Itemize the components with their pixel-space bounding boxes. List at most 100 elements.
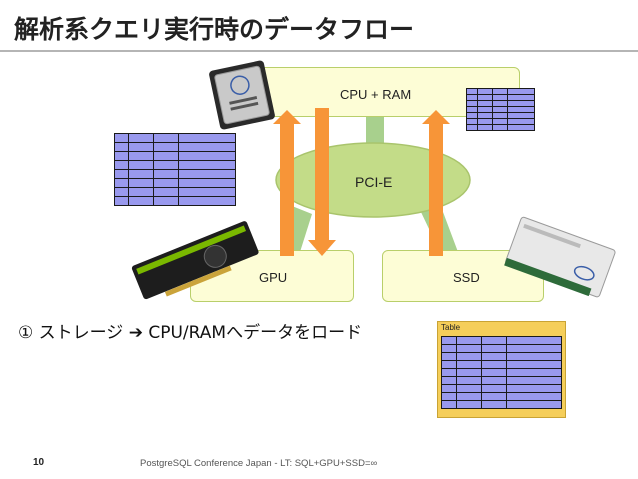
ssd-label: SSD	[453, 270, 480, 285]
table-row	[466, 106, 535, 113]
footer-text: PostgreSQL Conference Japan - LT: SQL+GP…	[140, 458, 378, 469]
table-cell	[507, 124, 535, 131]
table-cell	[178, 160, 236, 170]
table-cell	[441, 400, 457, 409]
table-cell	[456, 392, 482, 401]
table-row	[466, 88, 535, 95]
table-row	[441, 368, 562, 377]
table-cell	[506, 392, 562, 401]
table-cell	[441, 392, 457, 401]
cpu-ram-label: CPU + RAM	[340, 87, 412, 102]
table-cell	[178, 133, 236, 143]
table-cell	[466, 124, 478, 131]
table-row	[114, 142, 236, 152]
cpu-chip-lid	[214, 65, 270, 125]
table-cell	[481, 392, 507, 401]
arrow-ssd-to-cpu	[422, 110, 450, 256]
table-row	[114, 196, 236, 206]
table-cell	[178, 178, 236, 188]
data-table-left	[114, 133, 236, 206]
table-cell	[456, 376, 482, 385]
table-cell	[456, 352, 482, 361]
table-cell	[481, 352, 507, 361]
table-row	[466, 124, 535, 131]
table-cell	[441, 344, 457, 353]
table-cell	[128, 160, 154, 170]
arrow-gpu-to-cpu	[273, 110, 301, 256]
table-cell	[441, 368, 457, 377]
table-cell	[441, 384, 457, 393]
storage-table-panel: Table	[437, 321, 566, 418]
table-cell	[456, 344, 482, 353]
table-row	[114, 133, 236, 143]
table-row	[441, 352, 562, 361]
table-row	[441, 336, 562, 345]
table-row	[114, 151, 236, 161]
table-row	[441, 400, 562, 409]
table-cell	[456, 336, 482, 345]
table-cell	[178, 187, 236, 197]
table-cell	[114, 151, 129, 161]
table-cell	[114, 160, 129, 170]
table-cell	[153, 187, 179, 197]
gpu-label: GPU	[259, 270, 288, 285]
table-cell	[114, 142, 129, 152]
gpu-card-stripe	[136, 225, 247, 275]
pci-e-label: PCI-E	[355, 174, 393, 190]
table-cell	[153, 196, 179, 206]
table-cell	[481, 400, 507, 409]
table-cell	[114, 133, 129, 143]
table-cell	[456, 400, 482, 409]
table-cell	[114, 196, 129, 206]
table-cell	[128, 133, 154, 143]
table-cell	[506, 384, 562, 393]
table-cell	[481, 360, 507, 369]
table-row	[466, 94, 535, 101]
table-cell	[506, 360, 562, 369]
page-number: 10	[33, 457, 45, 468]
table-cell	[481, 384, 507, 393]
table-cell	[441, 360, 457, 369]
table-cell	[153, 160, 179, 170]
table-cell	[481, 376, 507, 385]
table-cell	[506, 400, 562, 409]
gpu-card-body	[131, 221, 259, 300]
table-cell	[153, 133, 179, 143]
arrow-cpu-to-gpu	[308, 108, 336, 256]
table-cell	[178, 142, 236, 152]
table-cell	[128, 187, 154, 197]
table-row	[441, 344, 562, 353]
table-cell	[477, 124, 493, 131]
intel-logo-icon	[230, 75, 250, 95]
table-cell	[441, 336, 457, 345]
table-cell	[114, 169, 129, 179]
table-cell	[506, 352, 562, 361]
table-cell	[456, 384, 482, 393]
table-cell	[114, 178, 129, 188]
table-cell	[128, 142, 154, 152]
table-cell	[128, 169, 154, 179]
table-cell	[128, 196, 154, 206]
table-cell	[153, 142, 179, 152]
table-row	[114, 160, 236, 170]
table-cell	[506, 376, 562, 385]
ssd-card-pcb	[504, 257, 592, 297]
step-description: ① ストレージ ➔ CPU/RAMへデータをロード	[18, 323, 363, 343]
table-cell	[492, 124, 508, 131]
intel-logo-icon	[573, 265, 595, 281]
table-cell	[441, 376, 457, 385]
table-cell	[178, 169, 236, 179]
table-cell	[178, 196, 236, 206]
table-row	[441, 392, 562, 401]
cpu-bus-link	[366, 115, 384, 151]
table-row	[441, 384, 562, 393]
table-cell	[481, 336, 507, 345]
table-cell	[506, 336, 562, 345]
slide-title: 解析系クエリ実行時のデータフロー	[14, 15, 415, 44]
table-cell	[128, 151, 154, 161]
table-cell	[128, 178, 154, 188]
